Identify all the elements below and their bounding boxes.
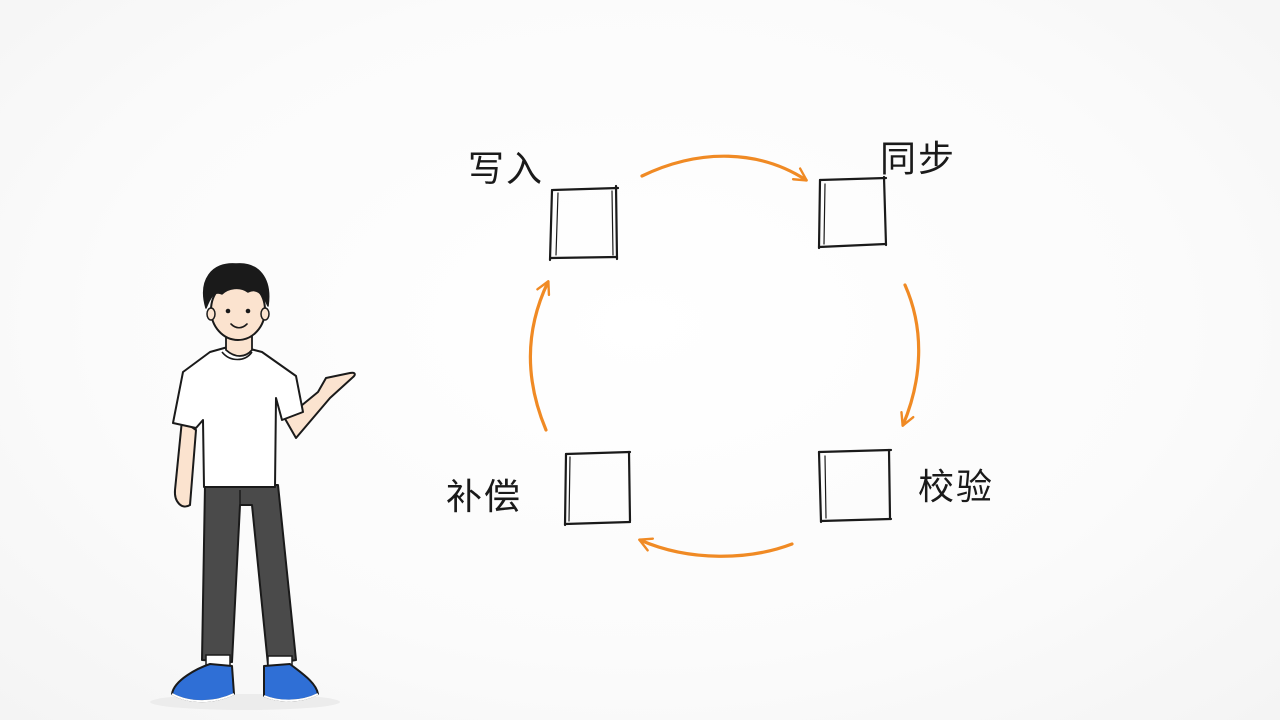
node-box-verify <box>817 448 893 524</box>
node-label-verify: 校验 <box>918 467 995 508</box>
arrow-write-to-sync <box>640 154 808 182</box>
pointing-person-illustration <box>150 263 356 710</box>
arrow-sync-to-verify <box>900 283 921 427</box>
arrow-compensate-to-write <box>528 280 551 432</box>
node-label-sync: 同步 <box>880 139 957 180</box>
node-label-write: 写入 <box>468 149 545 190</box>
node-box-sync <box>817 175 888 250</box>
node-box-compensate <box>563 450 632 527</box>
arrow-verify-to-compensate <box>638 537 794 558</box>
node-box-write <box>548 184 620 262</box>
node-label-compensate: 补偿 <box>446 477 523 518</box>
